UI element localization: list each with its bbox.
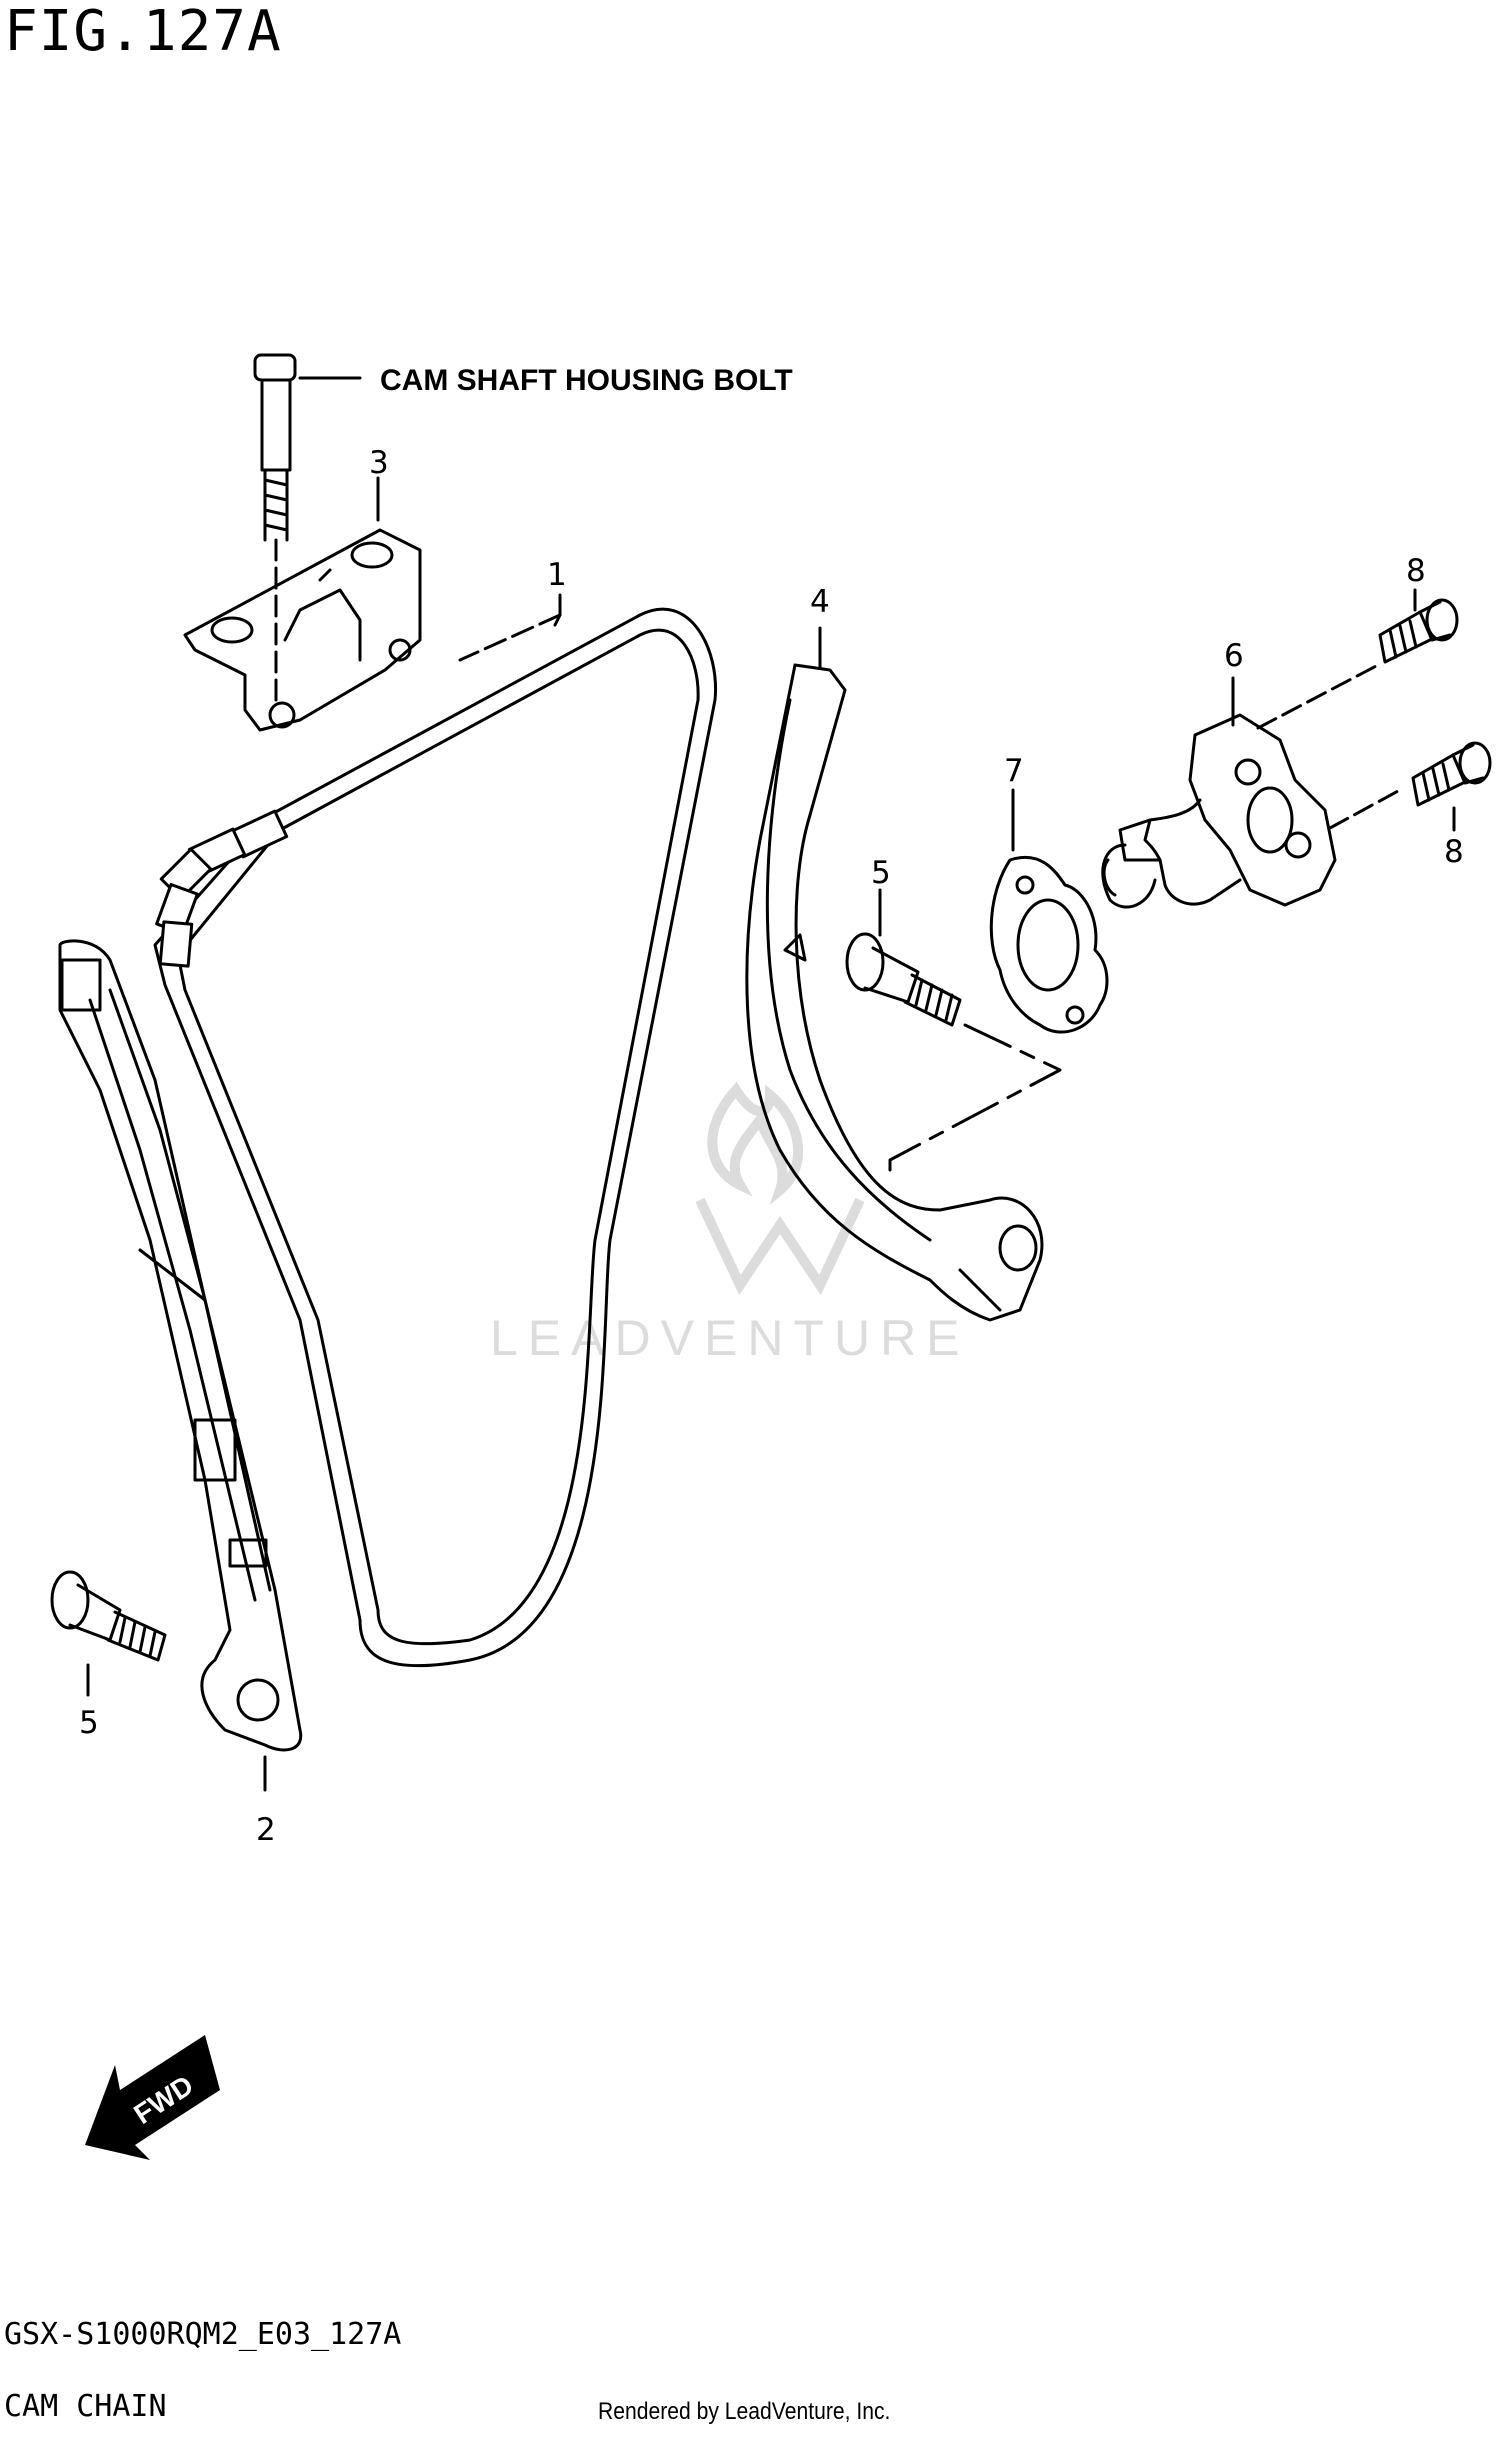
leader-lines bbox=[86, 476, 1456, 1792]
housing-bolt-icon[interactable] bbox=[253, 353, 362, 702]
cam-chain-tensioner-icon[interactable] bbox=[1101, 713, 1337, 909]
callout-4: 4 bbox=[810, 584, 830, 620]
leader-dash-icon bbox=[888, 1023, 1062, 1172]
chain-guide-icon[interactable] bbox=[745, 663, 1044, 1322]
callout-8-bottom: 8 bbox=[1444, 834, 1464, 870]
guide-bolt-left-icon[interactable] bbox=[50, 1570, 167, 1662]
fwd-arrow-icon: FWD bbox=[85, 2035, 220, 2160]
tensioner-bolt-bottom-icon[interactable] bbox=[1411, 741, 1492, 807]
guide-bolt-right-icon[interactable] bbox=[845, 932, 962, 1027]
callout-2: 2 bbox=[256, 1812, 276, 1848]
callout-1: 1 bbox=[547, 557, 567, 593]
callout-8-top: 8 bbox=[1406, 553, 1426, 589]
housing-bolt-note: CAM SHAFT HOUSING BOLT bbox=[380, 364, 793, 397]
figure-code: GSX-S1000RQM2_E03_127A bbox=[4, 2317, 402, 2352]
tensioner-bolt-top-icon[interactable] bbox=[1378, 598, 1459, 664]
tensioner-guide-icon[interactable] bbox=[58, 939, 303, 1752]
callout-5-right: 5 bbox=[871, 855, 891, 891]
cam-chain-icon[interactable] bbox=[153, 607, 718, 1668]
watermark-text: LEADVENTURE bbox=[490, 1310, 970, 1366]
rendered-by-credit: Rendered by LeadVenture, Inc. bbox=[598, 2398, 891, 2425]
figure-title: FIG.127A bbox=[4, 0, 282, 64]
callout-7: 7 bbox=[1004, 753, 1024, 789]
guide-holder-icon[interactable] bbox=[183, 528, 422, 732]
watermark-logo-icon bbox=[695, 1081, 865, 1296]
callout-3: 3 bbox=[369, 445, 389, 481]
tensioner-gasket-icon[interactable] bbox=[989, 855, 1109, 1034]
figure-name: CAM CHAIN bbox=[4, 2389, 167, 2424]
callout-6: 6 bbox=[1224, 638, 1244, 674]
callout-5-left: 5 bbox=[79, 1705, 99, 1741]
